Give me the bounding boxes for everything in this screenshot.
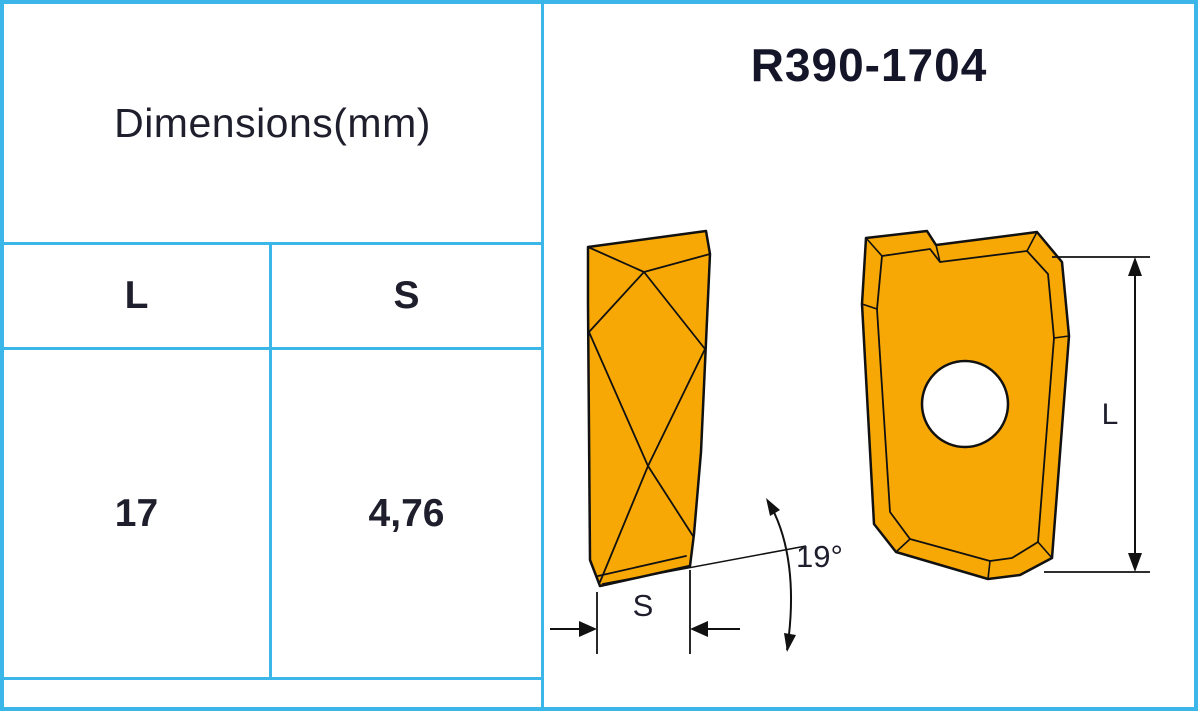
drawing-pane: R390-1704 [544,4,1194,707]
l-dimension: L [1044,256,1150,573]
arrow-up-icon [1128,257,1142,276]
l-dimension-label: L [1102,398,1119,431]
table-pane: Dimensions(mm) L S 17 4,76 [4,4,544,707]
arrow-down-icon [1128,553,1142,572]
table-header-row: L S [4,245,541,350]
table-title-cell: Dimensions(mm) [4,4,541,245]
figure-title: R390-1704 [750,39,988,91]
arrow-right-icon [579,621,597,637]
insert-drawing: L 19° S [550,229,1150,654]
arrow-up-left-icon [766,498,780,516]
s-dimension: S [550,570,740,654]
table-value-row: 17 4,76 [4,350,541,677]
s-dimension-label: S [633,588,654,623]
column-header-S: S [393,274,420,317]
center-hole [920,359,1010,449]
side-view-insert [586,229,712,588]
value-L: 17 [4,350,272,677]
arrow-down-icon [784,633,796,652]
table-title: Dimensions(mm) [114,99,431,146]
angle-dimension: 19° [601,498,843,652]
arrow-left-icon [690,621,708,637]
top-view-insert [860,229,1071,581]
dimensions-table: Dimensions(mm) L S 17 4,76 [4,4,541,680]
column-header-L: L [4,245,272,347]
value-S: 4,76 [368,491,445,535]
angle-label: 19° [796,539,843,574]
